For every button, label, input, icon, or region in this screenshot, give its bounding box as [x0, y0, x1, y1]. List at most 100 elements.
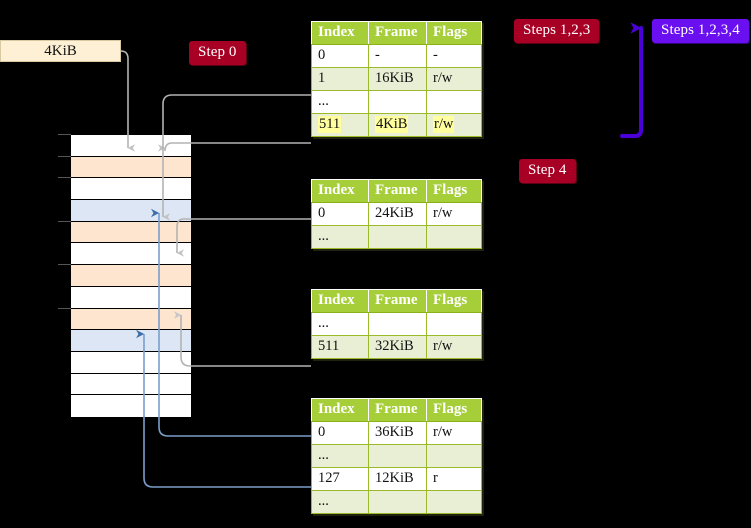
cell-frame: 12KiB	[368, 467, 427, 491]
column-header-flags: Flags	[426, 179, 482, 203]
cell-flags	[426, 312, 482, 336]
column-header-index: Index	[311, 179, 369, 203]
cell-index: 511	[311, 335, 369, 359]
step-4-label: Step 4	[528, 162, 567, 178]
table-row: ...	[311, 312, 482, 336]
cell-flags: r/w	[426, 202, 482, 226]
highlighted-value: r/w	[433, 116, 455, 133]
column-header-flags: Flags	[426, 398, 482, 422]
memory-frame-row	[71, 308, 191, 331]
frame-boundary-tick	[58, 177, 71, 179]
column-header-frame: Frame	[368, 179, 427, 203]
memory-frame-row	[71, 243, 191, 266]
memory-frame-row	[71, 221, 191, 244]
column-header-index: Index	[311, 398, 369, 422]
steps-bracket-arrow	[620, 22, 643, 138]
frame-boundary-tick	[58, 220, 71, 222]
cell-frame: 4KiB	[368, 113, 427, 137]
cell-flags: r/w	[426, 113, 482, 137]
column-header-index: Index	[311, 289, 369, 313]
cell-frame: 36KiB	[368, 421, 427, 445]
cell-frame: 24KiB	[368, 202, 427, 226]
cell-frame	[368, 444, 427, 468]
step-4-badge: Step 4	[519, 159, 576, 183]
cell-flags: r/w	[426, 421, 482, 445]
cell-index: ...	[311, 490, 369, 514]
frame-boundary-tick	[58, 307, 71, 309]
table-row: ...	[311, 444, 482, 468]
memory-frame-row	[71, 135, 191, 157]
steps-1234-badge: Steps 1,2,3,4	[652, 19, 749, 43]
cell-flags: r/w	[426, 67, 482, 91]
cell-frame: 16KiB	[368, 67, 427, 91]
cell-index: ...	[311, 90, 369, 114]
steps-1234-label: Steps 1,2,3,4	[661, 22, 740, 38]
step-0-label: Step 0	[198, 44, 237, 60]
cell-index: ...	[311, 312, 369, 336]
memory-frame-row	[71, 395, 191, 417]
cell-index: 1	[311, 67, 369, 91]
cell-flags	[426, 490, 482, 514]
table-row: 0--	[311, 44, 482, 68]
column-header-flags: Flags	[426, 289, 482, 313]
size-label-text: 4KiB	[44, 42, 77, 59]
steps-123-label: Steps 1,2,3	[523, 22, 591, 38]
column-header-index: Index	[311, 21, 369, 45]
cell-flags: r/w	[426, 335, 482, 359]
column-header-frame: Frame	[368, 289, 427, 313]
frame-boundary-tick	[58, 264, 71, 266]
table-row: ...	[311, 225, 482, 249]
cell-index: 0	[311, 44, 369, 68]
size-label-box: 4KiB	[0, 40, 121, 62]
table-row: ...	[311, 90, 482, 114]
wire-l2-0-to-frame	[176, 218, 311, 257]
cell-flags: r	[426, 467, 482, 491]
steps-123-badge: Steps 1,2,3	[514, 19, 600, 43]
cell-flags	[426, 444, 482, 468]
cell-frame	[368, 490, 427, 514]
memory-frame-row	[71, 330, 191, 352]
wire-l3-511-to-frame	[174, 311, 311, 367]
step-0-badge: Step 0	[189, 41, 246, 65]
cell-frame: -	[368, 44, 427, 68]
memory-frame-row	[71, 286, 191, 309]
column-header-flags: Flags	[426, 21, 482, 45]
cell-flags	[426, 90, 482, 114]
cell-index: ...	[311, 444, 369, 468]
memory-frame-row	[71, 351, 191, 374]
physical-memory-column	[70, 134, 191, 417]
highlighted-value: 4KiB	[375, 116, 409, 133]
cell-frame	[368, 312, 427, 336]
frame-boundary-tick	[58, 134, 71, 135]
cell-index: 127	[311, 467, 369, 491]
cell-frame	[368, 90, 427, 114]
cell-index: 0	[311, 202, 369, 226]
cell-index: 0	[311, 421, 369, 445]
cell-index: ...	[311, 225, 369, 249]
memory-frame-row	[71, 156, 191, 179]
table-row: 511 4KiB r/w	[311, 113, 482, 137]
cell-frame: 32KiB	[368, 335, 427, 359]
cell-flags	[426, 225, 482, 249]
highlighted-value: 511	[318, 116, 342, 133]
cell-index: 511	[311, 113, 369, 137]
memory-frame-row	[71, 200, 191, 222]
frame-boundary-tick	[58, 155, 71, 157]
table-row: ...	[311, 490, 482, 514]
column-header-frame: Frame	[368, 21, 427, 45]
memory-frame-row	[71, 265, 191, 287]
